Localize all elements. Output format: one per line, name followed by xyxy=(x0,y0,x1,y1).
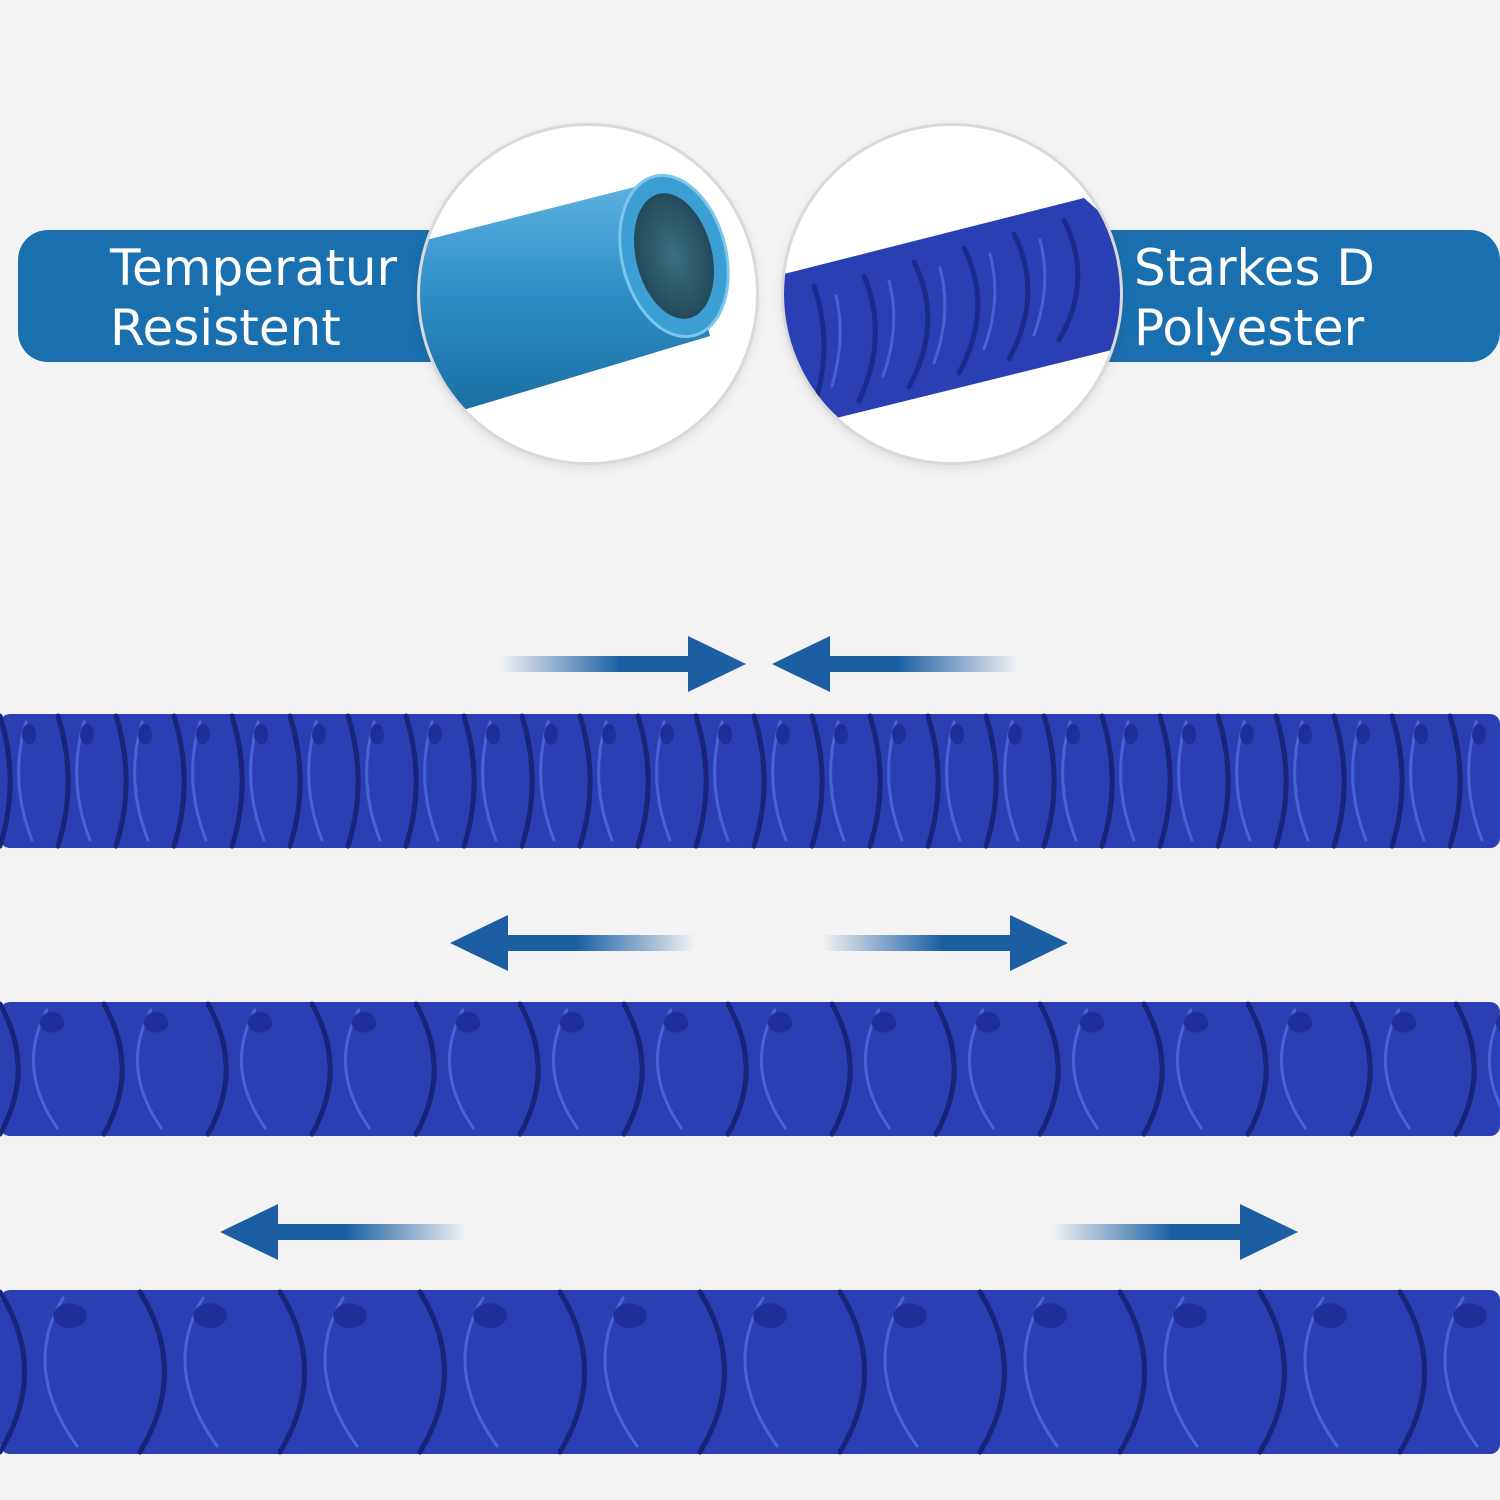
arrow-right-icon xyxy=(822,915,1068,971)
fabric-cover-icon xyxy=(784,198,1120,426)
hose-stretched xyxy=(0,1001,1500,1137)
temperature-label-text: Temperatur Resistent xyxy=(110,239,398,357)
hose-fully-stretched xyxy=(0,1289,1500,1455)
fabric-cover-circle xyxy=(784,126,1120,462)
arrow-left-icon xyxy=(772,636,1018,692)
arrow-right-icon xyxy=(500,636,746,692)
arrow-left-icon xyxy=(450,915,696,971)
arrow-left-icon xyxy=(220,1204,466,1260)
hose-compressed xyxy=(0,713,1500,849)
arrow-right-icon xyxy=(1052,1204,1298,1260)
inner-tube-circle xyxy=(420,126,756,462)
inner-tube-icon xyxy=(420,173,730,423)
polyester-label-text: Starkes D Polyester xyxy=(1134,239,1375,357)
